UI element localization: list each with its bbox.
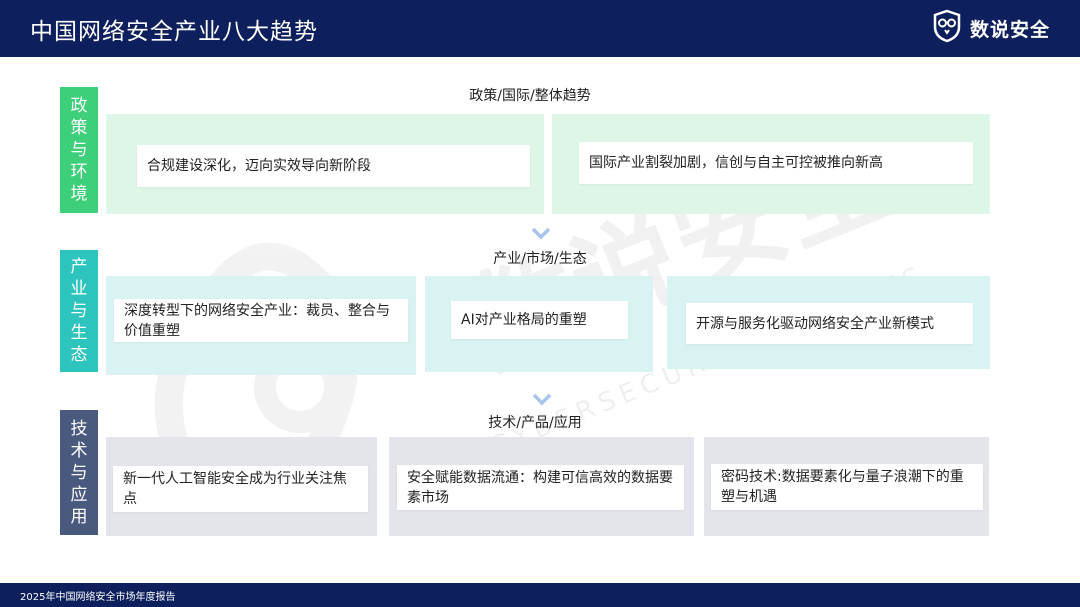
- section-1-heading: 政策/国际/整体趋势: [469, 88, 591, 104]
- section-2-heading: 产业/市场/生态: [493, 251, 587, 267]
- header-bar: 中国网络安全产业八大趋势 数说安全: [0, 0, 1080, 57]
- chevron-down-icon: [531, 227, 551, 240]
- trend-card-8: 密码技术:数据要素化与量子浪潮下的重塑与机遇: [711, 464, 983, 510]
- page-title: 中国网络安全产业八大趋势: [30, 19, 318, 45]
- section-3-side-label: 技 术 与 应 用: [60, 410, 98, 535]
- trend-card-7: 安全赋能数据流通：构建可信高效的数据要素市场: [397, 465, 684, 510]
- section-3-heading: 技术/产品/应用: [488, 415, 582, 431]
- trend-card-6: 新一代人工智能安全成为行业关注焦点: [113, 466, 368, 512]
- section-2-side-label: 产 业 与 生 态: [60, 250, 98, 372]
- footer-text: 2025年中国网络安全市场年度报告: [20, 592, 176, 603]
- section-1-side-label: 政 策 与 环 境: [60, 87, 98, 213]
- trend-card-1: 合规建设深化，迈向实效导向新阶段: [137, 145, 530, 187]
- trend-card-3: 深度转型下的网络安全产业：裁员、整合与价值重塑: [114, 299, 408, 342]
- chevron-down-icon: [532, 393, 552, 406]
- brand-logo: 数说安全: [932, 9, 1050, 47]
- trend-card-5: 开源与服务化驱动网络安全产业新模式: [686, 303, 973, 344]
- footer-bar: 2025年中国网络安全市场年度报告: [0, 583, 1080, 607]
- trend-card-4: AI对产业格局的重塑: [451, 301, 628, 339]
- logo-text: 数说安全: [969, 18, 1050, 41]
- trend-card-2: 国际产业割裂加剧，信创与自主可控被推向新高: [579, 142, 973, 184]
- owl-shield-icon: [932, 9, 962, 47]
